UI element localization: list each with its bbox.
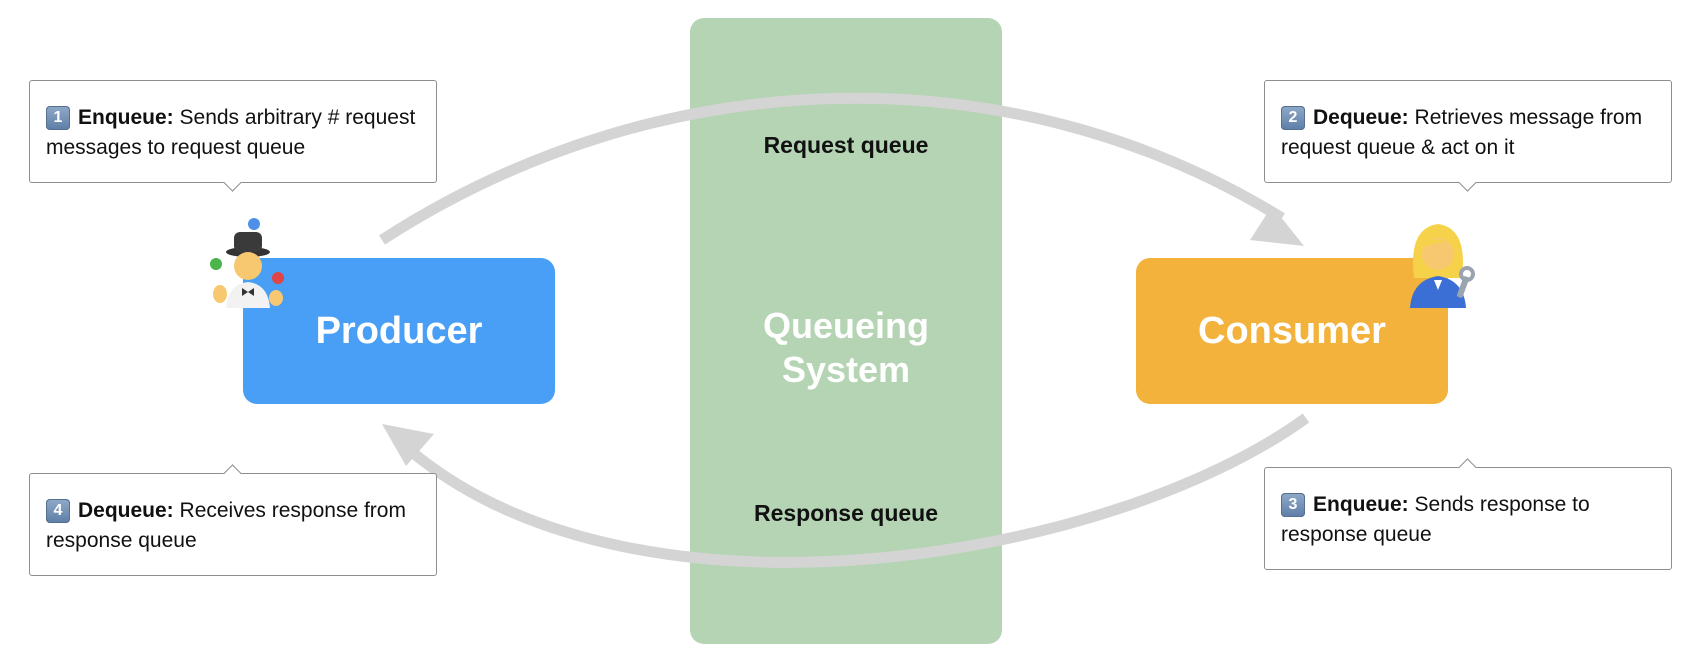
consumer-label: Consumer bbox=[1198, 309, 1386, 352]
step-1-callout: 1 Enqueue: Sends arbitrary # request mess… bbox=[29, 80, 437, 192]
step-2-callout: 2 Dequeue: Retrieves message from request… bbox=[1264, 80, 1672, 192]
request-queue-label: Request queue bbox=[763, 132, 929, 158]
step-4-action: Dequeue: bbox=[78, 499, 174, 522]
step-3-callout-pointer bbox=[1458, 458, 1477, 477]
queueing-system-title: Queueing System bbox=[762, 305, 929, 390]
response-queue-label: Response queue bbox=[753, 500, 939, 526]
step-4-description: Receives response from response queue bbox=[46, 499, 406, 552]
step-3-action: Enqueue: bbox=[1313, 493, 1409, 516]
queueing-system-panel: Request queue Queueing System Response q… bbox=[690, 18, 1002, 644]
producer-label: Producer bbox=[315, 309, 483, 352]
step-4-number-badge: 4 bbox=[46, 499, 70, 523]
step-3-number-badge: 3 bbox=[1281, 493, 1305, 517]
step-2-action: Dequeue: bbox=[1313, 106, 1409, 129]
juggler-person-icon bbox=[210, 218, 284, 308]
request-arrowhead bbox=[1250, 206, 1304, 246]
consumer-box: Consumer bbox=[1136, 258, 1448, 404]
step-1-number-badge: 1 bbox=[46, 106, 70, 130]
step-2-number-badge: 2 bbox=[1281, 106, 1305, 130]
producer-box: Producer bbox=[243, 258, 555, 404]
step-1-action: Enqueue: bbox=[78, 106, 174, 129]
step-4-callout-pointer bbox=[223, 464, 242, 483]
step-2-callout-pointer bbox=[1458, 173, 1477, 192]
step-1-description: Sends arbitrary # request messages to re… bbox=[46, 106, 416, 159]
response-arrowhead bbox=[382, 424, 434, 466]
step-4-callout: 4 Dequeue: Receives response from respons… bbox=[29, 464, 437, 576]
step-1-callout-pointer bbox=[223, 173, 242, 192]
step-2-description: Retrieves message from request queue & a… bbox=[1281, 106, 1643, 159]
mechanic-woman-icon bbox=[1410, 224, 1475, 308]
step-3-callout: 3 Enqueue: Sends response to response que… bbox=[1264, 458, 1672, 570]
step-3-description: Sends response to response queue bbox=[1281, 493, 1590, 546]
